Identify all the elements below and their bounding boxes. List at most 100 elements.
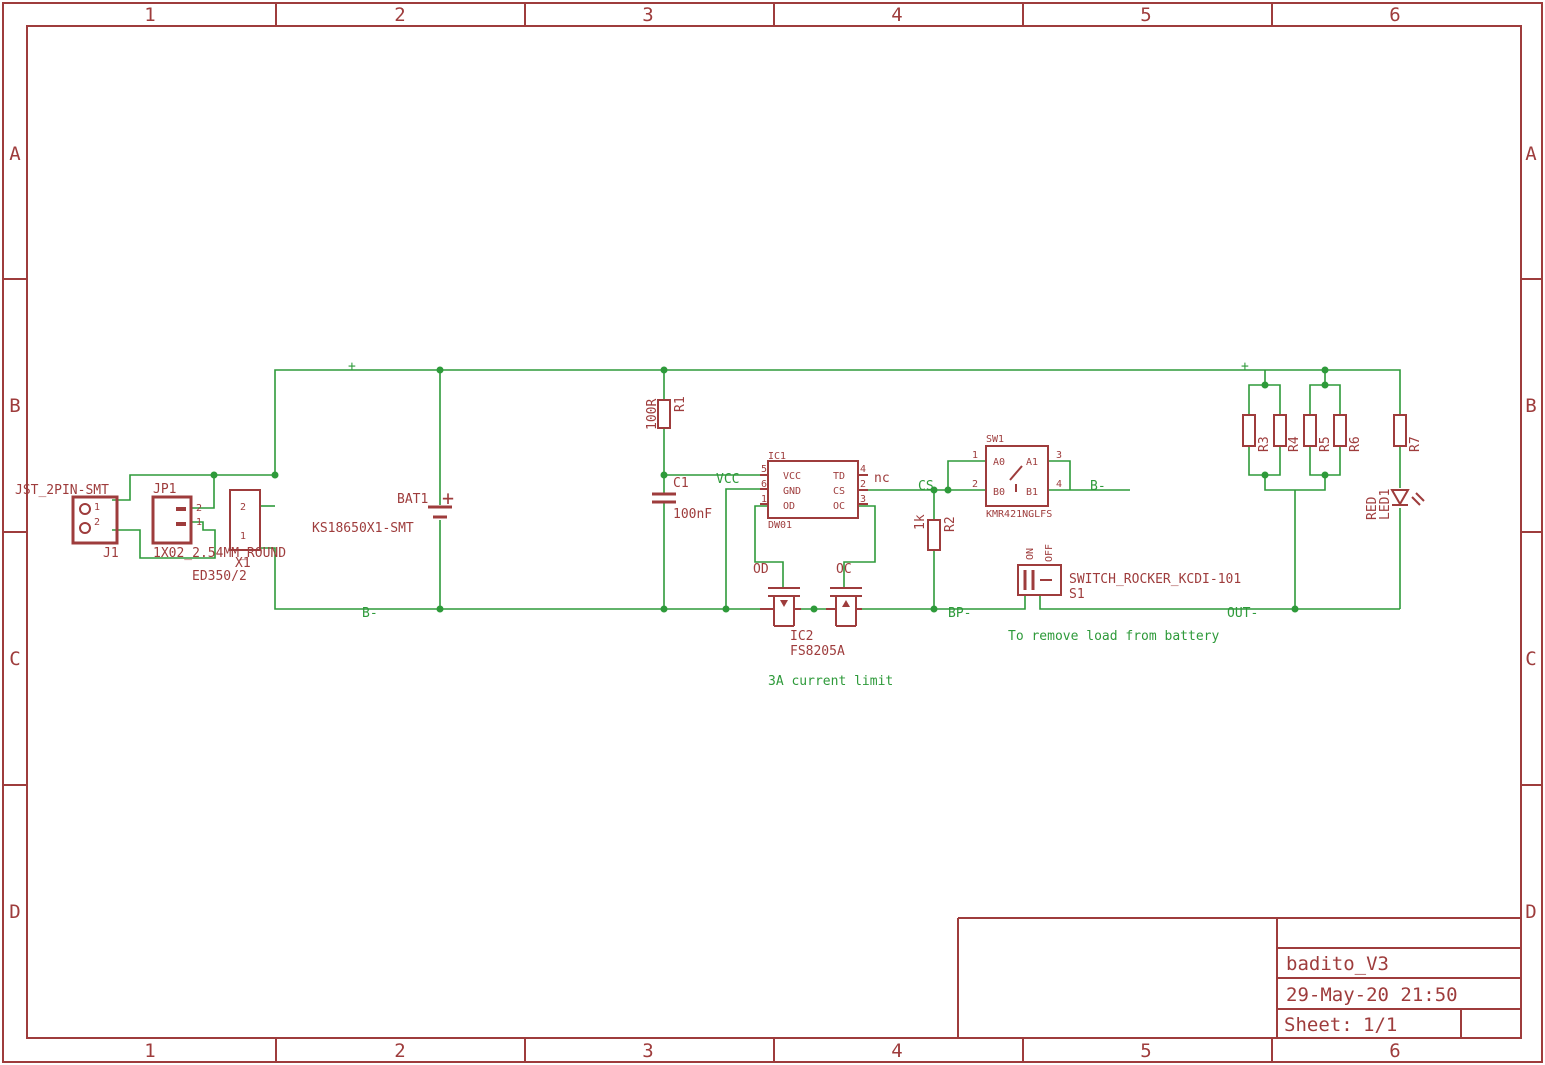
row-labels-left: A B C D [9, 143, 21, 923]
title-block-date: 29-May-20 21:50 [1286, 984, 1458, 1006]
component-r7: R7 [1393, 414, 1423, 452]
ic2-name: IC2 [790, 629, 813, 644]
r4-name: R4 [1287, 436, 1302, 452]
bat1-value: KS18650X1-SMT [312, 521, 414, 536]
col-label-2: 2 [394, 4, 405, 26]
col-label-6-bottom: 6 [1389, 1040, 1400, 1062]
row-label-c: C [9, 648, 20, 670]
c1-value: 100nF [673, 507, 712, 522]
ic1-name: IC1 [768, 451, 786, 462]
note-remove-load: To remove load from battery [1008, 629, 1219, 644]
title-block: badito_V3 29-May-20 21:50 Sheet: 1/1 [957, 917, 1521, 1038]
component-x1: 2 1 X1 ED350/2 [192, 489, 261, 584]
row-label-c-right: C [1525, 648, 1536, 670]
sw1-value: KMR421NGLFS [986, 509, 1052, 520]
col-label-1-bottom: 1 [144, 1040, 155, 1062]
row-label-a-right: A [1525, 143, 1537, 165]
col-label-3: 3 [642, 4, 653, 26]
col-label-5: 5 [1140, 4, 1151, 26]
net-label-oc: OC [836, 562, 852, 577]
ic1-pinnum-2: 2 [860, 479, 866, 490]
col-label-2-bottom: 2 [394, 1040, 405, 1062]
j1-pin-1: 1 [94, 502, 100, 513]
component-r2: R2 1k [913, 514, 958, 551]
col-label-4: 4 [891, 4, 902, 26]
component-sw1: SW1 KMR421NGLFS A0 A1 B0 B1 1 3 2 4 [972, 434, 1062, 520]
ic2-value: FS8205A [790, 644, 845, 659]
jp1-value: 1X02_2.54MM_ROUND [153, 546, 286, 561]
ic1-pin-oc: OC [833, 501, 845, 512]
sw1-pinnum-4: 4 [1056, 479, 1062, 490]
bat1-plus: + [442, 486, 454, 510]
ic1-pinnum-4: 4 [860, 464, 866, 475]
col-label-1: 1 [144, 4, 155, 26]
row-label-d-right: D [1525, 901, 1536, 923]
component-bat1: + BAT1 KS18650X1-SMT [312, 486, 454, 536]
ic1-pinnum-6: 6 [761, 479, 767, 490]
net-label-out-minus: OUT- [1227, 606, 1258, 621]
col-label-5-bottom: 5 [1140, 1040, 1151, 1062]
ic1-pinnum-5: 5 [761, 464, 767, 475]
ic1-nc: nc [874, 471, 890, 486]
net-label-plus-left: + [348, 359, 356, 374]
net-label-vcc: VCC [716, 472, 739, 487]
component-r1: R1 100R [645, 396, 688, 430]
title-block-sheet-label: Sheet: [1284, 1014, 1353, 1036]
r3-name: R3 [1257, 436, 1272, 452]
col-label-6: 6 [1389, 4, 1400, 26]
component-s1: ON OFF SWITCH_ROCKER_KCDI-101 S1 [1017, 544, 1241, 602]
component-r4: R4 [1273, 414, 1302, 452]
jp1-name: JP1 [153, 482, 176, 497]
wires [112, 369, 1401, 610]
r1-value: 100R [645, 399, 660, 430]
ic1-pinnum-1: 1 [761, 494, 767, 505]
jp1-pin-2: 2 [196, 503, 202, 514]
ic1-pin-gnd: GND [783, 486, 801, 497]
component-r3: R3 [1242, 414, 1272, 452]
sw1-pinnum-1: 1 [972, 450, 978, 461]
component-ic1: IC1 DW01 VCC GND OD TD CS OC 5 6 1 4 2 3… [760, 451, 890, 531]
net-label-bp-minus: BP- [948, 606, 971, 621]
bat1-name: BAT1 [397, 492, 428, 507]
s1-off: OFF [1044, 544, 1055, 562]
r2-name: R2 [943, 516, 958, 532]
s1-on: ON [1025, 548, 1036, 560]
x1-pin-2: 2 [240, 502, 246, 513]
ic1-pin-td: TD [833, 471, 845, 482]
j1-name: J1 [103, 546, 119, 561]
led1-name: LED1 [1378, 489, 1393, 520]
j1-pin-2: 2 [94, 517, 100, 528]
sw1-name: SW1 [986, 434, 1004, 445]
row-label-b: B [9, 395, 20, 417]
ic1-value: DW01 [768, 520, 792, 531]
col-label-3-bottom: 3 [642, 1040, 653, 1062]
x1-value: ED350/2 [192, 569, 247, 584]
note-current-limit: 3A current limit [768, 674, 893, 689]
column-labels-bottom: 1 2 3 4 5 6 [144, 1040, 1400, 1062]
led1-value: RED [1365, 496, 1380, 520]
net-labels: + + B- VCC CS B- OD OC BP- OUT- [348, 359, 1258, 621]
component-jp1: 2 1 JP1 1X02_2.54MM_ROUND [151, 482, 286, 561]
s1-value: SWITCH_ROCKER_KCDI-101 [1069, 572, 1241, 587]
r2-value: 1k [913, 514, 928, 530]
r5-name: R5 [1318, 436, 1333, 452]
component-c1: C1 100nF [652, 476, 712, 522]
title-block-title: badito_V3 [1286, 953, 1389, 975]
jp1-pin-1: 1 [196, 517, 202, 528]
net-label-b-minus-right: B- [1090, 479, 1106, 494]
title-block-sheet-value: 1/1 [1363, 1014, 1397, 1036]
component-r6: R6 [1333, 414, 1363, 452]
sw1-pin-b1: B1 [1026, 487, 1038, 498]
ic1-pin-vcc: VCC [783, 471, 801, 482]
x1-pin-1: 1 [240, 531, 246, 542]
r7-name: R7 [1408, 436, 1423, 452]
net-label-od: OD [753, 562, 769, 577]
sw1-pinnum-2: 2 [972, 479, 978, 490]
component-r5: R5 [1303, 414, 1333, 452]
row-label-b-right: B [1525, 395, 1536, 417]
net-label-plus-right: + [1241, 359, 1249, 374]
ic1-pinnum-3: 3 [860, 494, 866, 505]
column-labels-top: 1 2 3 4 5 6 [144, 4, 1400, 26]
